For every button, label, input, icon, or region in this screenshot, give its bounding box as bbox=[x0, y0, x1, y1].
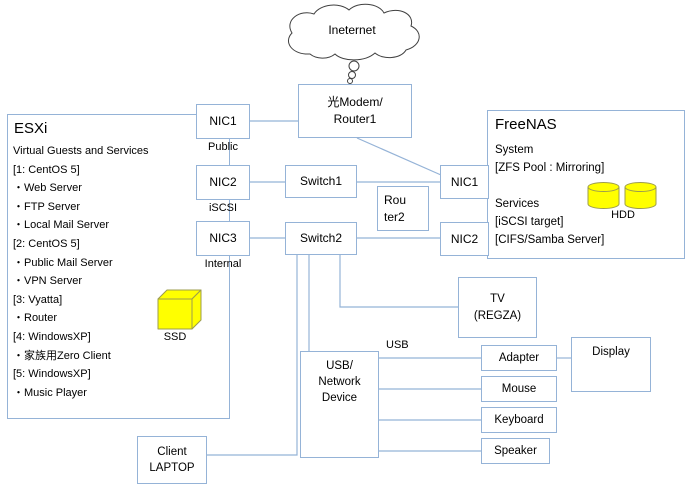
connector-lines bbox=[207, 120, 571, 456]
hdd-cylinder bbox=[624, 187, 657, 209]
display-box: Display bbox=[571, 337, 651, 392]
esxi-nic2-tag: iSCSI bbox=[208, 202, 238, 214]
link-switch2-tv bbox=[339, 255, 458, 308]
freenas-box: FreeNAS System [ZFS Pool : Mirroring] Se… bbox=[487, 110, 685, 259]
esxi-host-box: ESXi Virtual Guests and Services [1: Cen… bbox=[7, 114, 230, 419]
client-laptop-box: Client LAPTOP bbox=[137, 436, 207, 484]
link-switch2-laptop bbox=[207, 255, 298, 456]
keyboard-box: Keyboard bbox=[481, 407, 557, 433]
switch1-label: Switch1 bbox=[299, 174, 343, 189]
esxi-guest-item: ・Music Player bbox=[13, 386, 87, 399]
freenas-nic1-label: NIC1 bbox=[450, 174, 479, 189]
freenas-title: FreeNAS bbox=[495, 116, 557, 133]
esxi-guest-item: ・VPN Server bbox=[13, 275, 83, 288]
tv-label-line1: TV bbox=[490, 293, 505, 306]
modem-label-line2: Router1 bbox=[333, 112, 377, 126]
tv-regza-box: TV (REGZA) bbox=[458, 277, 537, 338]
switch1-box: Switch1 bbox=[285, 165, 357, 198]
freenas-iscsi-label: [iSCSI target] bbox=[495, 216, 564, 228]
esxi-nic3-box: NIC3 bbox=[196, 221, 250, 256]
adapter-label: Adapter bbox=[498, 351, 540, 364]
hdd-label: HDD bbox=[611, 209, 635, 221]
esxi-nic1-tag: Public bbox=[208, 141, 238, 153]
hdd-cylinders-icon bbox=[587, 182, 657, 209]
esxi-nic3-tag: Internal bbox=[204, 258, 242, 270]
ssd-cube-front bbox=[157, 298, 193, 330]
freenas-nic2-box: NIC2 bbox=[440, 222, 489, 256]
mouse-label: Mouse bbox=[501, 382, 537, 395]
keyboard-label: Keyboard bbox=[494, 413, 544, 426]
esxi-guest-item: ・Local Mail Server bbox=[13, 219, 109, 232]
esxi-guest-item: ・Web Server bbox=[13, 182, 82, 195]
esxi-nic3-label: NIC3 bbox=[209, 231, 237, 246]
speaker-label: Speaker bbox=[494, 444, 537, 457]
esxi-guest-item: [5: WindowsXP] bbox=[13, 368, 91, 381]
usb-bus-label: USB bbox=[386, 339, 409, 351]
esxi-guest-item: [3: Vyatta] bbox=[13, 293, 63, 306]
router2-label-line1: Rou bbox=[384, 192, 407, 207]
switch2-label: Switch2 bbox=[299, 231, 343, 246]
esxi-guest-item: [4: WindowsXP] bbox=[13, 330, 91, 343]
cloud-shape bbox=[287, 3, 420, 61]
modem-router1-box: 光Modem/ Router1 bbox=[298, 84, 412, 138]
mouse-box: Mouse bbox=[481, 376, 557, 402]
esxi-list-subtitle: Virtual Guests and Services bbox=[13, 145, 149, 157]
freenas-nic2-label: NIC2 bbox=[450, 231, 479, 246]
esxi-guest-list: Virtual Guests and Services [1: CentOS 5… bbox=[13, 142, 149, 402]
esxi-title: ESXi bbox=[14, 120, 48, 137]
esxi-guest-item: ・FTP Server bbox=[13, 200, 81, 213]
esxi-nic2-box: NIC2 bbox=[196, 165, 250, 200]
tv-label-line2: (REGZA) bbox=[473, 309, 522, 322]
cloud-tail-bubble bbox=[348, 60, 360, 72]
usb-device-label-line2: Network bbox=[318, 376, 361, 389]
usb-device-label-line3: Device bbox=[321, 392, 358, 405]
esxi-guest-item: ・Router bbox=[13, 312, 58, 325]
freenas-services-label: Services bbox=[495, 198, 540, 210]
router2-box: Rou ter2 bbox=[377, 186, 429, 231]
esxi-guest-item: ・Public Mail Server bbox=[13, 256, 113, 269]
internet-label: Ineternet bbox=[328, 23, 376, 37]
esxi-nic1-label: NIC1 bbox=[209, 114, 237, 129]
ssd-cube-icon bbox=[157, 289, 202, 330]
esxi-guest-item: [1: CentOS 5] bbox=[13, 163, 80, 176]
usb-network-device-box: USB/ Network Device bbox=[300, 351, 379, 458]
laptop-label-line1: Client bbox=[157, 445, 187, 458]
hdd-cylinder-top bbox=[587, 182, 620, 192]
freenas-system-label: System bbox=[495, 144, 534, 156]
esxi-nic2-label: NIC2 bbox=[209, 175, 237, 190]
usb-device-label-line1: USB/ bbox=[326, 360, 353, 372]
ssd-label: SSD bbox=[163, 331, 187, 343]
freenas-cifs-label: [CIFS/Samba Server] bbox=[495, 234, 605, 246]
hdd-cylinder-top bbox=[624, 182, 657, 192]
cloud-tail-bubble bbox=[348, 71, 356, 79]
esxi-guest-item: ・家族用Zero Client bbox=[13, 349, 111, 362]
cloud-tail-bubble bbox=[347, 78, 353, 84]
esxi-nic1-box: NIC1 bbox=[196, 104, 250, 139]
switch2-box: Switch2 bbox=[285, 222, 357, 255]
freenas-nic1-box: NIC1 bbox=[440, 165, 489, 199]
freenas-zfs-label: [ZFS Pool : Mirroring] bbox=[495, 162, 605, 174]
router2-label-line2: ter2 bbox=[384, 209, 405, 224]
link-modem-router2 bbox=[356, 137, 442, 176]
modem-label-line1: 光Modem/ bbox=[327, 95, 383, 110]
display-label: Display bbox=[592, 346, 630, 358]
internet-cloud-icon bbox=[287, 3, 420, 84]
laptop-label-line2: LAPTOP bbox=[149, 462, 195, 474]
hdd-cylinder bbox=[587, 187, 620, 209]
adapter-box: Adapter bbox=[481, 345, 557, 371]
esxi-guest-item: [2: CentOS 5] bbox=[13, 237, 80, 250]
speaker-box: Speaker bbox=[481, 438, 550, 464]
